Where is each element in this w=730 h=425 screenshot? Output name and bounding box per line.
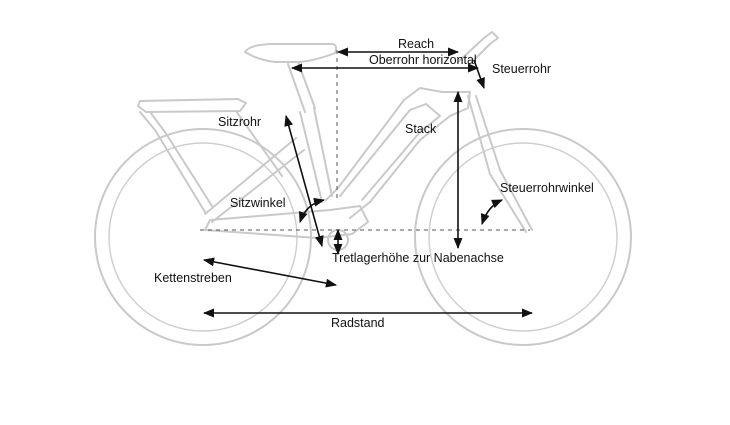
label-seat-tube: Sitzrohr	[218, 115, 261, 129]
frame-inner	[339, 103, 441, 201]
head-tube-arrow	[473, 59, 485, 90]
chainstay-arrow	[202, 257, 338, 288]
label-wheelbase: Radstand	[331, 316, 385, 330]
label-seat-angle: Sitzwinkel	[230, 196, 286, 210]
chain-stay	[204, 205, 369, 239]
rear-rack	[137, 98, 247, 213]
front-wheel-tire	[414, 128, 632, 346]
rear-rack-stay	[235, 110, 283, 177]
label-head-angle: Steuerrohrwinkel	[500, 181, 594, 195]
fork	[467, 95, 533, 233]
label-head-tube: Steuerrohr	[492, 62, 551, 76]
saddle	[244, 43, 338, 63]
label-top-tube: Oberrohr horizontal	[369, 53, 477, 67]
rear-wheel-rim	[108, 142, 298, 332]
label-chainstay: Kettenstreben	[154, 271, 232, 285]
main-frame	[325, 87, 471, 219]
seat-tube	[299, 107, 333, 203]
front-wheel-rim	[428, 142, 618, 332]
label-bb-drop: Tretlagerhöhe zur Nabenachse	[332, 251, 504, 265]
seat-tube-arrow	[284, 114, 324, 248]
head-angle-arc	[480, 199, 504, 226]
seat-post	[287, 61, 316, 113]
label-stack: Stack	[405, 122, 437, 136]
stem-handlebar	[457, 31, 499, 65]
seat-angle-arc	[298, 197, 326, 224]
label-reach: Reach	[398, 37, 434, 51]
